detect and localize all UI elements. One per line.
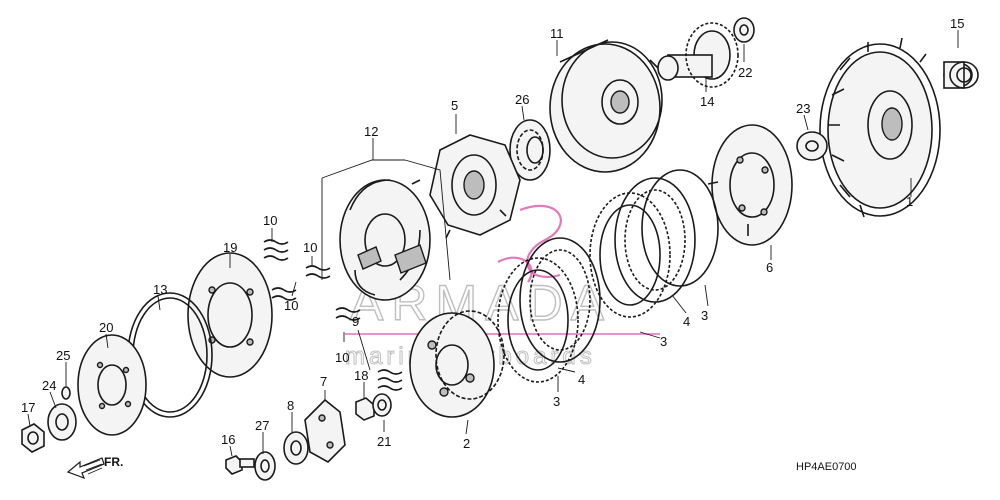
part-17-nut <box>21 423 45 453</box>
front-indicator-label: FR. <box>104 455 123 469</box>
part-11-clutch-drum <box>549 39 663 173</box>
part-21-washer <box>372 393 392 417</box>
callout-4a: 4 <box>578 372 585 387</box>
part-5-drive-plate <box>411 134 521 239</box>
callout-13: 13 <box>153 282 167 297</box>
part-27-bearing <box>254 451 276 481</box>
callout-15: 15 <box>950 16 964 31</box>
callout-10b: 10 <box>303 240 317 255</box>
callout-16: 16 <box>221 432 235 447</box>
callout-3c: 3 <box>701 308 708 323</box>
part-1-clutch-outer <box>819 37 941 218</box>
callout-1: 1 <box>906 194 913 209</box>
callout-3b: 3 <box>660 334 667 349</box>
part-8-bearing <box>283 431 309 465</box>
part-7-lifter-plate <box>304 398 346 463</box>
part-2-clutch-center <box>409 310 505 418</box>
part-9-spring <box>377 369 403 391</box>
part-14-primary-gear <box>657 22 739 88</box>
callout-10c: 10 <box>284 298 298 313</box>
callout-19: 19 <box>223 240 237 255</box>
callout-8: 8 <box>287 398 294 413</box>
parts-3-4-clutch-plates <box>497 169 719 383</box>
callout-27: 27 <box>255 418 269 433</box>
part-24-washer <box>47 403 77 441</box>
callout-7: 7 <box>320 374 327 389</box>
part-26-one-way-clutch <box>509 119 551 181</box>
diagram-code: HP4AE0700 <box>796 461 857 473</box>
callout-5: 5 <box>451 98 458 113</box>
callout-12: 12 <box>364 124 378 139</box>
callout-17: 17 <box>21 400 35 415</box>
callout-25: 25 <box>56 348 70 363</box>
front-arrow-icon <box>66 457 105 480</box>
part-20-retainer-plate <box>77 334 147 436</box>
part-19-plate <box>187 252 273 378</box>
callout-4b: 4 <box>683 314 690 329</box>
part-18-nut <box>355 397 375 421</box>
callout-3a: 3 <box>553 394 560 409</box>
part-25-pin <box>61 386 71 400</box>
callout-9: 9 <box>352 314 359 329</box>
part-16-bolt <box>225 455 255 475</box>
callout-10a: 10 <box>263 213 277 228</box>
callout-2: 2 <box>463 436 470 451</box>
callout-24: 24 <box>42 378 56 393</box>
callout-26: 26 <box>515 92 529 107</box>
callout-18: 18 <box>354 368 368 383</box>
leader-lines <box>27 30 959 457</box>
callout-11: 11 <box>550 26 564 41</box>
callout-labels: 1 2 3 3 3 4 4 5 6 7 8 9 10 10 10 10 11 1… <box>21 16 964 451</box>
part-23-washer <box>796 131 828 161</box>
callout-21: 21 <box>377 434 391 449</box>
front-indicator: FR. <box>66 455 123 480</box>
part-10-springs <box>263 239 361 321</box>
callout-23: 23 <box>796 101 810 116</box>
callout-6: 6 <box>766 260 773 275</box>
callout-10d: 10 <box>335 350 349 365</box>
part-6-pressure-plate <box>707 124 793 246</box>
part-22-washer <box>733 17 755 43</box>
part-12-clutch-shoe-assembly <box>321 159 451 301</box>
callout-14: 14 <box>700 94 714 109</box>
part-15-bushing <box>943 61 979 89</box>
callout-20: 20 <box>99 320 113 335</box>
callout-22: 22 <box>738 65 752 80</box>
